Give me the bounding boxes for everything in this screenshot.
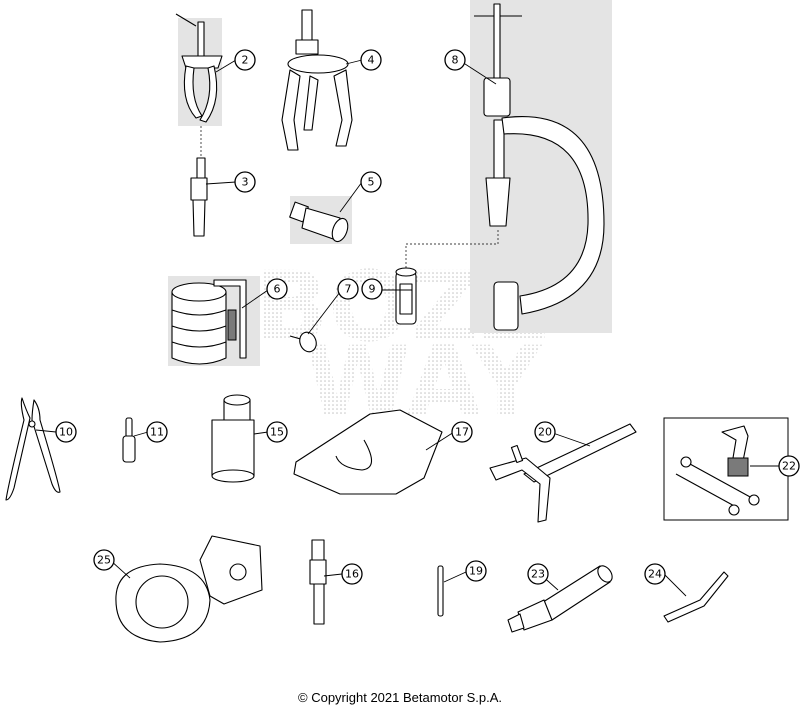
callout-23: 23: [527, 563, 549, 585]
part-24-hex-key: [663, 571, 729, 623]
part-8-9-link: [405, 230, 499, 268]
callout-9: 9: [361, 278, 383, 300]
callout-3: 3: [234, 171, 256, 193]
part-22-kit: [675, 425, 760, 516]
callout-2-label: 2: [242, 54, 249, 67]
part-19-pin: [437, 565, 444, 617]
part-23-tool: [507, 565, 613, 633]
part-6-ring-compressor: [171, 279, 247, 365]
callout-5: 5: [360, 171, 382, 193]
callout-5-label: 5: [368, 176, 375, 189]
callout-6: 6: [266, 278, 288, 300]
part-16-shaft: [309, 539, 327, 625]
part-3-adaptor: [190, 157, 208, 237]
callout-25-label: 25: [97, 554, 111, 567]
callout-10: 10: [55, 421, 77, 443]
callout-7: 7: [337, 278, 359, 300]
callout-24-label: 24: [648, 568, 662, 581]
callout-3-label: 3: [242, 176, 249, 189]
callout-6-label: 6: [274, 283, 281, 296]
callout-4-label: 4: [368, 54, 375, 67]
part-5-socket: [289, 201, 349, 243]
part-7-pin: [289, 331, 317, 353]
callout-19: 19: [465, 560, 487, 582]
callout-20: 20: [534, 421, 556, 443]
callout-17: 17: [451, 421, 473, 443]
callout-16: 16: [341, 563, 363, 585]
callout-20-label: 20: [538, 426, 552, 439]
callout-25: 25: [93, 549, 115, 571]
callout-15: 15: [266, 421, 288, 443]
part-10-pliers: [5, 397, 61, 501]
leader-lines: [35, 59, 780, 597]
part-11-drift: [122, 417, 136, 463]
part-15-cylinder: [211, 394, 255, 483]
callout-11-label: 11: [150, 426, 164, 439]
part-4-bearing-puller: [281, 9, 353, 151]
callout-8-label: 8: [452, 54, 459, 67]
part-9-cage: [395, 267, 417, 325]
callout-7-label: 7: [345, 283, 352, 296]
callout-17-label: 17: [455, 426, 469, 439]
callout-8: 8: [444, 49, 466, 71]
callout-19-label: 19: [469, 565, 483, 578]
part-2-puller: [175, 13, 223, 123]
callout-16-label: 16: [345, 568, 359, 581]
callout-10-label: 10: [59, 426, 73, 439]
callout-23-label: 23: [531, 568, 545, 581]
part-17-plate: [293, 409, 443, 495]
callout-22-label: 22: [782, 460, 796, 473]
callout-24: 24: [644, 563, 666, 585]
callout-4: 4: [360, 49, 382, 71]
callout-11: 11: [146, 421, 168, 443]
part-8-valve-compressor: [474, 3, 605, 331]
part-20-holding-tool: [489, 423, 637, 523]
callout-9-label: 9: [369, 283, 376, 296]
copyright-notice: © Copyright 2021 Betamotor S.p.A.: [298, 690, 502, 705]
callout-2: 2: [234, 49, 256, 71]
watermark-line-2: WAY: [305, 326, 543, 438]
callout-22: 22: [778, 455, 800, 477]
part-22-kit-frame: [663, 417, 789, 521]
callout-15-label: 15: [270, 426, 284, 439]
part-25-spanner: [115, 535, 263, 643]
